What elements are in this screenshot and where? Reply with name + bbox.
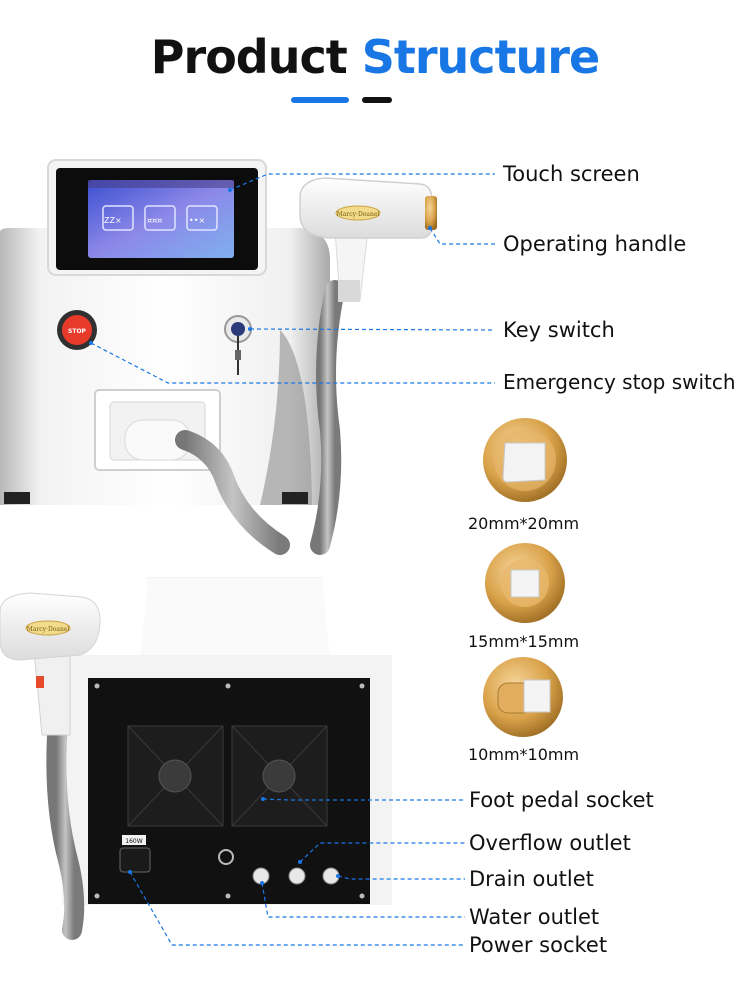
back-handle-brand: Marcy·Doanel [27,626,70,633]
power-tag-label: 160W [125,838,142,845]
screen-icon-3: ••× [189,216,205,225]
screen-icon-1: ZZ× [104,216,122,225]
spot-size-label-10: 10mm*10mm [468,745,580,764]
label-foot-pedal-socket: Foot pedal socket [469,788,654,812]
title-word-product: Product [150,30,348,84]
page-title: Product Structure [0,30,750,84]
title-word-structure: Structure [361,30,600,84]
title-underline-blue [291,97,349,103]
label-overflow-outlet: Overflow outlet [469,831,631,855]
spot-size-10 [483,657,563,737]
stop-button-label: STOP [68,328,87,335]
screen-icon-2: ¤¤¤ [147,216,162,225]
spot-size-label-20: 20mm*20mm [468,514,580,533]
front-machine [0,159,330,505]
back-machine [62,577,392,905]
front-operating-handle [175,177,437,555]
label-water-outlet: Water outlet [469,905,600,929]
spot-size-20 [483,418,567,502]
callout-dots [89,188,432,885]
label-power-socket: Power socket [469,933,608,957]
title-underline-black [362,97,392,103]
label-touch-screen: Touch screen [503,162,640,186]
label-drain-outlet: Drain outlet [469,867,594,891]
callout-lines [90,173,496,946]
label-emergency-stop: Emergency stop switch [503,370,736,394]
front-handle-brand: Marcy·Doanel [337,211,380,218]
spot-size-label-15: 15mm*15mm [468,632,580,651]
back-operating-handle [0,592,101,940]
label-operating-handle: Operating handle [503,232,687,256]
label-key-switch: Key switch [503,318,615,342]
spot-size-15 [485,543,565,623]
